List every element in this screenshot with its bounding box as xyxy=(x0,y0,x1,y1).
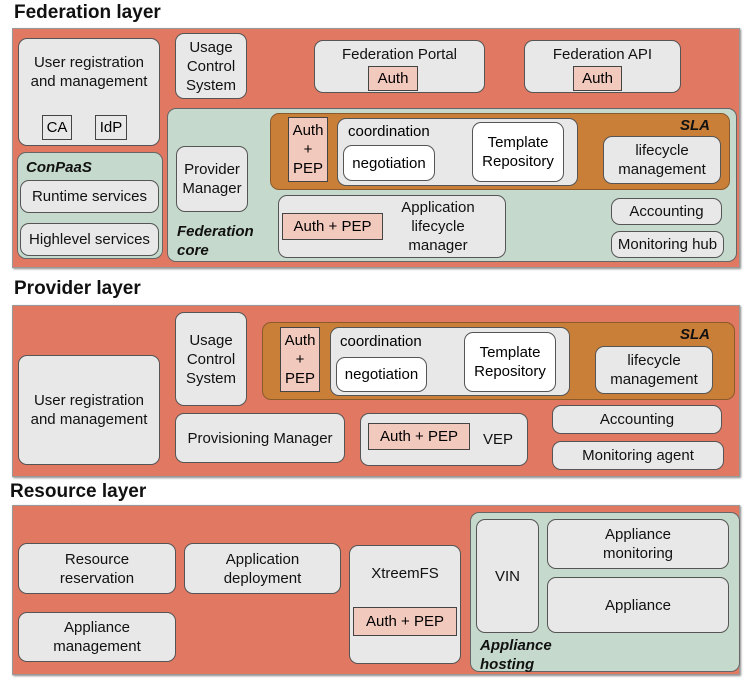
xtreemfs-auth-pep: Auth + PEP xyxy=(353,607,457,636)
conpaas-label: ConPaaS xyxy=(26,159,92,176)
monitoring-agent: Monitoring agent xyxy=(552,441,724,470)
ca-box: CA xyxy=(42,115,72,140)
portal-auth: Auth xyxy=(368,66,418,91)
appliance-hosting-label: Appliance hosting xyxy=(480,637,552,673)
appliance: Appliance xyxy=(547,577,729,633)
vep-auth-pep: Auth + PEP xyxy=(368,423,470,450)
prov-negotiation: negotiation xyxy=(336,357,427,392)
application-deployment: Application deployment xyxy=(184,543,341,594)
prov-coordination-label: coordination xyxy=(340,333,422,350)
monitoring-hub: Monitoring hub xyxy=(611,231,724,258)
app-auth-pep: Auth + PEP xyxy=(282,213,383,240)
prov-usage-control: Usage Control System xyxy=(175,312,247,406)
fed-template-repository: Template Repository xyxy=(472,122,564,182)
vin: VIN xyxy=(476,519,539,633)
provisioning-manager: Provisioning Manager xyxy=(175,413,345,463)
prov-sla-auth-pep: Auth + PEP xyxy=(280,327,320,392)
prov-sla-lifecycle: lifecycle management xyxy=(595,346,713,394)
application-lifecycle-manager: Application lifecycle manager xyxy=(278,195,506,258)
label: Application lifecycle manager xyxy=(401,199,475,254)
federation-layer-title: Federation layer xyxy=(14,2,161,23)
prov-sla-label: SLA xyxy=(680,326,710,343)
provider-layer-title: Provider layer xyxy=(14,278,141,299)
fed-negotiation: negotiation xyxy=(343,145,435,181)
federation-core-label: Federation core xyxy=(177,223,254,259)
fed-accounting: Accounting xyxy=(611,198,722,225)
prov-accounting: Accounting xyxy=(552,405,722,434)
idp-box: IdP xyxy=(95,115,127,140)
runtime-services: Runtime services xyxy=(20,180,159,213)
fed-usage-control: Usage Control System xyxy=(175,33,247,99)
appliance-management: Appliance management xyxy=(18,612,176,662)
prov-user-registration: User registration and management xyxy=(18,355,160,465)
highlevel-services: Highlevel services xyxy=(20,223,159,256)
fed-coordination-label: coordination xyxy=(348,123,430,140)
resource-reservation: Resource reservation xyxy=(18,543,176,594)
fed-sla-label: SLA xyxy=(680,117,710,134)
api-auth: Auth xyxy=(573,66,622,91)
label: User registration and management xyxy=(30,54,148,90)
fed-sla-lifecycle: lifecycle management xyxy=(603,136,721,184)
provider-manager: Provider Manager xyxy=(176,146,248,212)
appliance-monitoring: Appliance monitoring xyxy=(547,519,729,569)
fed-user-registration: User registration and management xyxy=(18,38,160,146)
resource-layer-title: Resource layer xyxy=(10,481,147,502)
xtreemfs: XtreemFS xyxy=(349,545,461,664)
fed-sla-auth-pep: Auth + PEP xyxy=(288,117,328,182)
prov-template-repository: Template Repository xyxy=(464,332,556,392)
